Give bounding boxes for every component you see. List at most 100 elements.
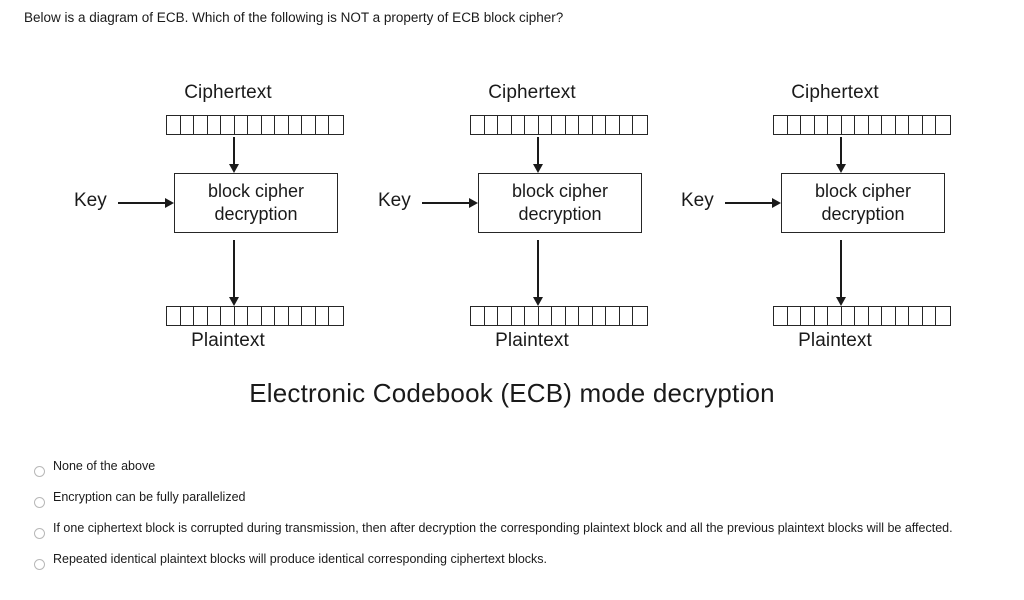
cipher-box-line1-1: block cipher xyxy=(207,181,305,201)
arrow-key-into-cipher-2 xyxy=(422,198,478,208)
byte-cell xyxy=(882,116,896,134)
byte-cell xyxy=(512,116,525,134)
byte-cell xyxy=(275,307,289,325)
byte-cell xyxy=(593,116,606,134)
byte-cell xyxy=(909,307,923,325)
byte-cell xyxy=(221,307,235,325)
byte-cell xyxy=(539,307,552,325)
byte-cell xyxy=(485,116,498,134)
plaintext-byte-strip-3 xyxy=(773,306,951,326)
byte-cell xyxy=(262,116,275,134)
answer-option-3[interactable]: If one ciphertext block is corrupted dur… xyxy=(0,514,1024,545)
radio-button-icon-3[interactable] xyxy=(34,528,45,539)
plaintext-label-2: Plaintext xyxy=(495,330,569,351)
cipher-box-line1-2: block cipher xyxy=(511,181,609,201)
byte-cell xyxy=(525,307,539,325)
arrow-down-to-plaintext-3 xyxy=(835,240,846,306)
byte-cell xyxy=(235,307,248,325)
block-cipher-decryption-box-1: block cipher decryption xyxy=(174,173,338,233)
byte-cell xyxy=(896,307,909,325)
byte-cell xyxy=(566,307,579,325)
byte-cell xyxy=(620,116,633,134)
plaintext-byte-strip-2 xyxy=(470,306,648,326)
byte-cell xyxy=(471,116,485,134)
ciphertext-byte-strip-3 xyxy=(773,115,951,135)
block-cipher-decryption-box-2: block cipher decryption xyxy=(478,173,642,233)
arrow-key-into-cipher-3 xyxy=(725,198,781,208)
byte-cell xyxy=(801,307,815,325)
byte-cell xyxy=(788,116,801,134)
byte-cell xyxy=(620,307,633,325)
byte-cell xyxy=(262,307,275,325)
byte-cell xyxy=(498,116,512,134)
byte-cell xyxy=(815,307,828,325)
cipher-box-line2-3: decryption xyxy=(821,204,905,224)
ciphertext-label-2: Ciphertext xyxy=(488,82,576,103)
block-cipher-decryption-box-3: block cipher decryption xyxy=(781,173,945,233)
radio-button-icon-4[interactable] xyxy=(34,559,45,570)
ciphertext-label-3: Ciphertext xyxy=(791,82,879,103)
byte-cell xyxy=(936,116,950,134)
radio-button-icon-2[interactable] xyxy=(34,497,45,508)
answer-option-1[interactable]: None of the above xyxy=(0,452,1024,483)
byte-cell xyxy=(289,116,302,134)
byte-cell xyxy=(167,116,181,134)
byte-cell xyxy=(235,116,248,134)
byte-cell xyxy=(842,307,855,325)
byte-cell xyxy=(485,307,498,325)
byte-cell xyxy=(498,307,512,325)
key-label-1: Key xyxy=(74,190,107,211)
byte-cell xyxy=(788,307,801,325)
arrow-down-to-plaintext-2 xyxy=(532,240,543,306)
byte-cell xyxy=(882,307,896,325)
byte-cell xyxy=(302,116,316,134)
byte-cell xyxy=(316,116,329,134)
byte-cell xyxy=(869,307,882,325)
answer-options-list: None of the above Encryption can be full… xyxy=(0,452,1024,576)
byte-cell xyxy=(194,307,208,325)
byte-cell xyxy=(181,307,194,325)
byte-cell xyxy=(552,116,566,134)
byte-cell xyxy=(512,307,525,325)
byte-cell xyxy=(855,307,869,325)
byte-cell xyxy=(774,116,788,134)
answer-option-4[interactable]: Repeated identical plaintext blocks will… xyxy=(0,545,1024,576)
answer-label-4: Repeated identical plaintext blocks will… xyxy=(53,552,548,566)
byte-cell xyxy=(855,116,869,134)
byte-cell xyxy=(579,307,593,325)
cipher-box-line2-1: decryption xyxy=(214,204,298,224)
cipher-box-line1-3: block cipher xyxy=(814,181,912,201)
byte-cell xyxy=(815,116,828,134)
byte-cell xyxy=(828,116,842,134)
radio-button-icon-1[interactable] xyxy=(34,466,45,477)
ecb-block-column-1: Ciphertext Key block cipher decryption P… xyxy=(58,82,398,362)
ecb-block-column-2: Ciphertext Key block cipher decryption P… xyxy=(362,82,702,362)
arrow-down-to-plaintext-1 xyxy=(228,240,239,306)
answer-option-2[interactable]: Encryption can be fully parallelized xyxy=(0,483,1024,514)
arrow-down-to-cipher-1 xyxy=(228,137,239,173)
byte-cell xyxy=(248,307,262,325)
byte-cell xyxy=(801,116,815,134)
byte-cell xyxy=(329,116,343,134)
ecb-block-column-3: Ciphertext Key block cipher decryption P… xyxy=(665,82,1005,362)
byte-cell xyxy=(167,307,181,325)
byte-cell xyxy=(936,307,950,325)
byte-cell xyxy=(302,307,316,325)
answer-label-3: If one ciphertext block is corrupted dur… xyxy=(53,521,953,535)
byte-cell xyxy=(842,116,855,134)
answer-label-2: Encryption can be fully parallelized xyxy=(53,490,246,504)
byte-cell xyxy=(208,116,221,134)
byte-cell xyxy=(181,116,194,134)
cipher-box-line2-2: decryption xyxy=(518,204,602,224)
byte-cell xyxy=(633,307,647,325)
answer-label-1: None of the above xyxy=(53,459,156,473)
ecb-diagram: Ciphertext Key block cipher decryption P… xyxy=(0,82,1024,422)
key-label-3: Key xyxy=(681,190,714,211)
byte-cell xyxy=(896,116,909,134)
arrow-key-into-cipher-1 xyxy=(118,198,174,208)
question-prompt: Below is a diagram of ECB. Which of the … xyxy=(24,10,564,25)
byte-cell xyxy=(869,116,882,134)
byte-cell xyxy=(566,116,579,134)
byte-cell xyxy=(208,307,221,325)
byte-cell xyxy=(606,307,620,325)
